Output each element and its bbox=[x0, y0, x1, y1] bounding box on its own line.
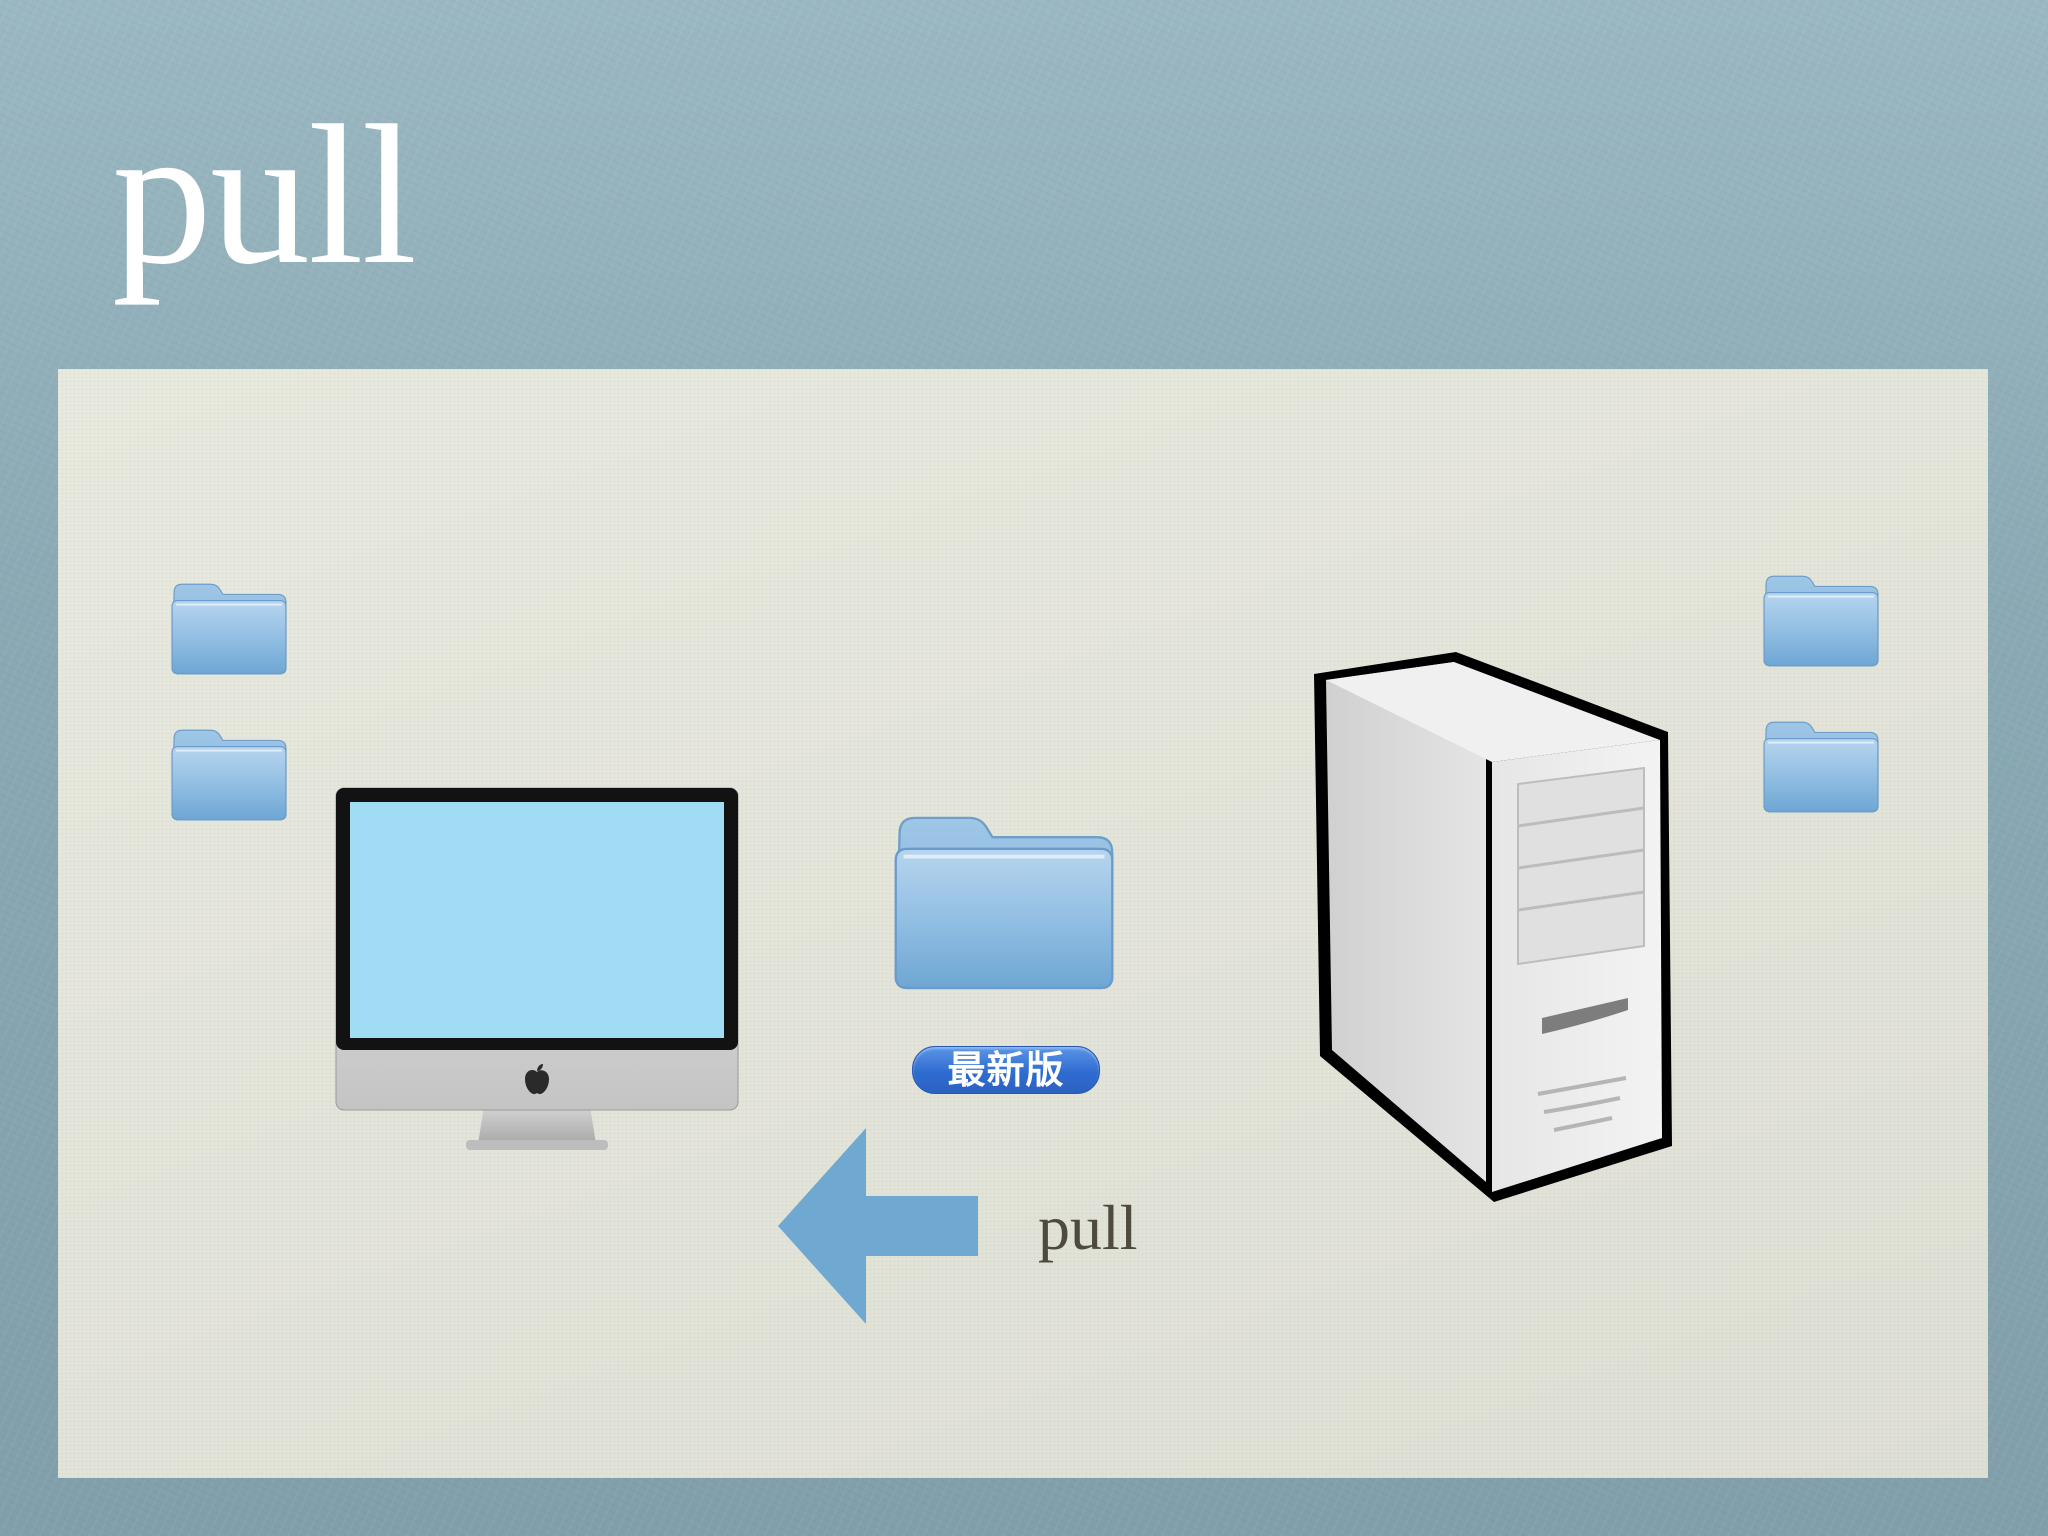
folder-icon bbox=[168, 726, 290, 822]
latest-version-badge: 最新版 bbox=[912, 1046, 1100, 1094]
slide-title: pull bbox=[112, 85, 417, 306]
folder-icon bbox=[888, 810, 1120, 992]
imac-computer-icon bbox=[334, 786, 740, 1171]
folder-icon bbox=[168, 580, 290, 676]
arrow-label: pull bbox=[1038, 1192, 1138, 1263]
folder-icon bbox=[1760, 572, 1882, 668]
left-arrow-icon bbox=[776, 1126, 980, 1331]
folder-icon bbox=[1760, 718, 1882, 814]
server-tower-icon bbox=[1306, 646, 1682, 1211]
